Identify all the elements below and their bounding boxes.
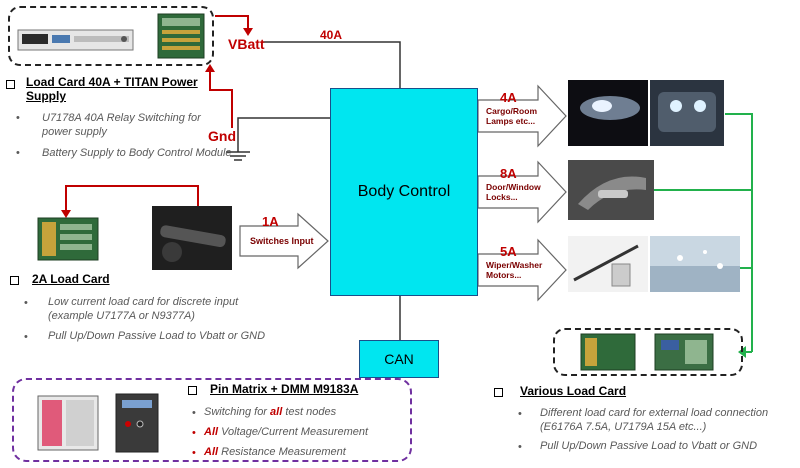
power-equipment-box	[8, 6, 214, 66]
output-arrow-lamps	[477, 84, 567, 148]
output-label-wipers: Wiper/Washer Motors...	[486, 260, 543, 280]
wiper-image	[568, 236, 648, 292]
input-load-card-image	[36, 214, 102, 264]
bullet-dot: •	[192, 407, 196, 419]
can-block: CAN	[359, 340, 439, 378]
input-section-title: 2A Load Card	[32, 272, 110, 286]
door-lock-image	[568, 160, 654, 220]
room-lamp-image	[650, 80, 724, 146]
switch-stalk-image	[152, 206, 232, 270]
section-checkbox-icon	[10, 276, 19, 285]
bullet-dot: •	[192, 427, 196, 439]
gnd-wire	[237, 117, 330, 152]
output-arrow-wipers	[477, 238, 567, 302]
output-arrow-locks	[477, 160, 567, 224]
bullet-dot: •	[16, 147, 20, 159]
section-checkbox-icon	[494, 388, 503, 397]
bullet-dot: •	[518, 408, 522, 420]
section-checkbox-icon	[188, 386, 197, 395]
washer-image	[650, 236, 740, 292]
red-arrow-gnd	[209, 70, 233, 128]
power-bullet-2: Battery Supply to Body Control Module	[42, 147, 232, 159]
input-bullet-2: Pull Up/Down Passive Load to Vbatt or GN…	[48, 330, 266, 342]
bullet-dot: •	[24, 331, 28, 343]
pin-matrix-instrument-image	[36, 390, 162, 454]
headlamp-image	[568, 80, 648, 146]
power-current-label: 40A	[320, 28, 343, 42]
various-load-card-box	[553, 328, 743, 376]
bullet-dot: •	[192, 447, 196, 459]
pin-matrix-bullet-1: Switching for all test nodes	[204, 406, 337, 418]
pin-matrix-box	[12, 378, 412, 462]
pin-matrix-title: Pin Matrix + DMM M9183A	[210, 382, 359, 396]
body-control-block: Body Control	[330, 88, 478, 296]
output-label-lamps: Cargo/Room Lamps etc...	[486, 106, 537, 126]
bullet-dot: •	[518, 441, 522, 453]
power-bullet-1: U7178A 40A Relay Switching for power sup…	[42, 112, 201, 138]
bullet-dot: •	[24, 297, 28, 309]
various-bullet-1: Different load card for external load co…	[540, 407, 769, 433]
pin-matrix-bullet-2: All Voltage/Current Measurement	[204, 426, 369, 438]
power-section-title: Load Card 40A + TITAN Power Supply	[26, 75, 198, 103]
various-load-card-image	[580, 333, 714, 371]
output-current-locks: 8A	[500, 166, 517, 181]
various-section-title: Various Load Card	[520, 384, 627, 398]
input-current-label: 1A	[262, 214, 279, 229]
output-label-locks: Door/Window Locks...	[486, 182, 541, 202]
switches-input-label: Switches Input	[250, 236, 314, 246]
section-checkbox-icon	[6, 80, 15, 89]
vbatt-wire	[262, 41, 401, 88]
pin-matrix-bullet-3: All Resistance Measurement	[204, 446, 346, 458]
output-current-wipers: 5A	[500, 244, 517, 259]
bullet-dot: •	[16, 112, 20, 124]
power-supply-instrument-image	[17, 13, 205, 59]
gnd-label: Gnd	[208, 128, 236, 144]
output-current-lamps: 4A	[500, 90, 517, 105]
red-arrow-input-card	[65, 185, 199, 212]
input-bullet-1: Low current load card for discrete input…	[48, 296, 239, 322]
red-arrow-vbatt	[215, 15, 249, 30]
switches-input-arrow	[239, 212, 329, 270]
green-return-line	[725, 113, 753, 352]
various-bullet-2: Pull Up/Down Passive Load to Vbatt or GN…	[540, 440, 758, 452]
vbatt-label: VBatt	[228, 36, 265, 52]
